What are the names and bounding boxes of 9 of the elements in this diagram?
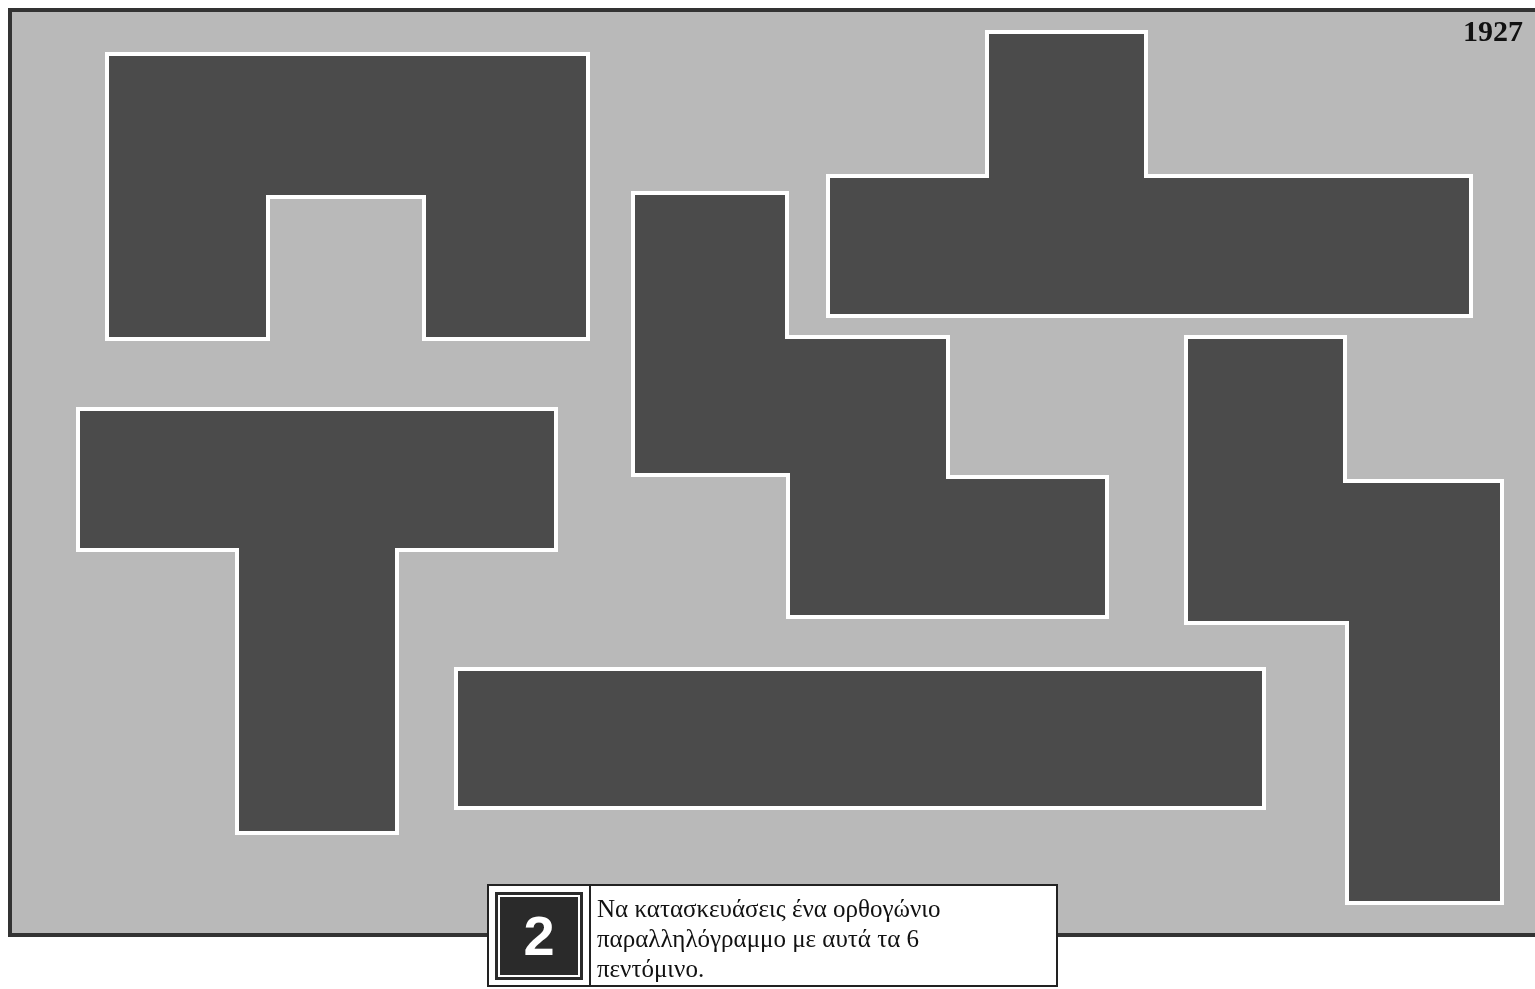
instruction-text: Να κατασκευάσεις ένα ορθογώνιο παραλληλόγραμμο με αυτά τα 6 πεντόμινο. [597, 894, 942, 984]
instruction-card [487, 884, 1058, 987]
pentomino-piece [1184, 335, 1504, 905]
card-number: 1927 [1463, 14, 1523, 48]
task-number: 2 [495, 892, 583, 980]
pentomino-piece [454, 667, 1266, 810]
pentomino-piece [76, 407, 558, 835]
pentomino-piece [631, 191, 1109, 619]
pentomino-piece [105, 52, 590, 341]
